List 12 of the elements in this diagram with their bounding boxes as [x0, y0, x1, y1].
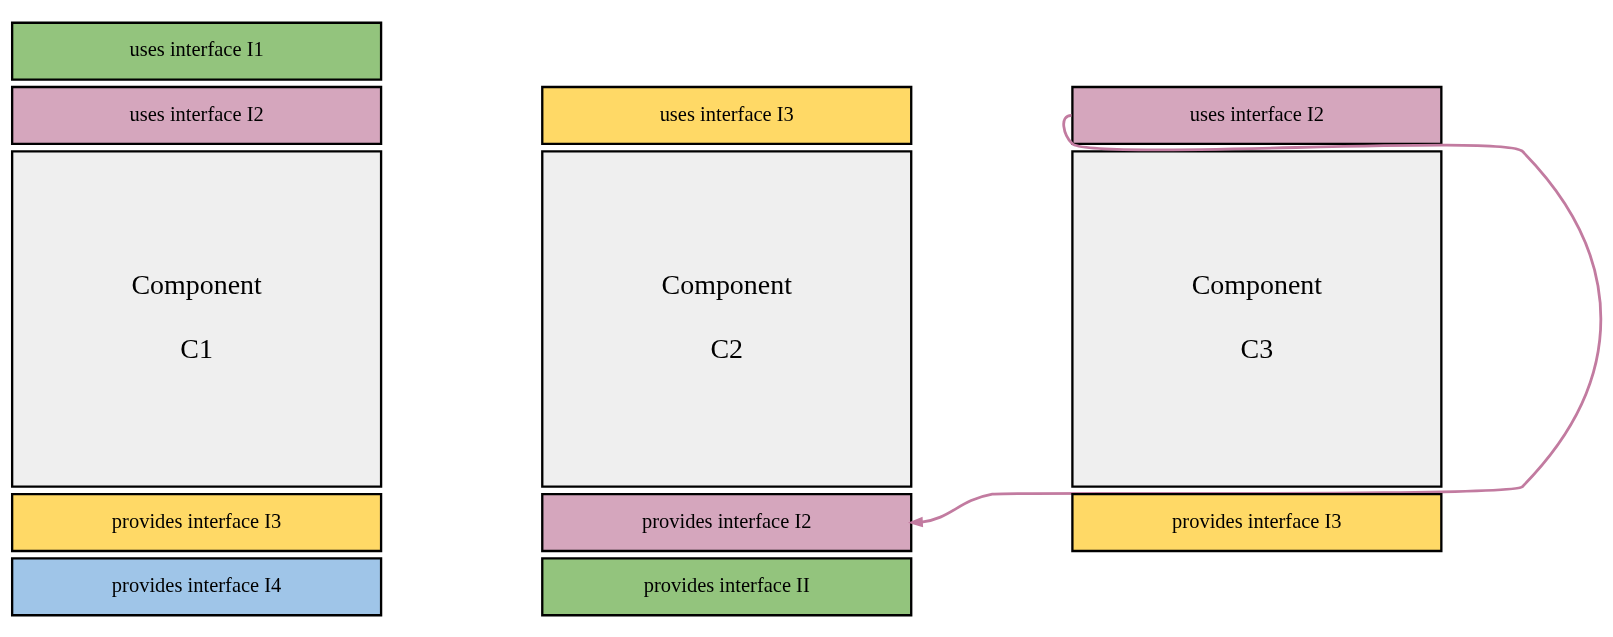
node-box: uses interface I3: [541, 85, 913, 145]
node-box: provides interface I3: [1071, 492, 1443, 552]
node-box: provides interface I4: [11, 556, 383, 616]
node-box: provides interface I3: [11, 492, 383, 552]
node-box: uses interface I1: [11, 21, 383, 81]
node-box: uses interface I2: [11, 85, 383, 145]
node-box: Component C1: [11, 149, 383, 488]
node-box: Component C3: [1071, 149, 1443, 488]
node-box: uses interface I2: [1071, 85, 1443, 145]
node-box: provides interface I2: [541, 492, 913, 552]
node-box: provides interface II: [541, 556, 913, 616]
node-box: Component C2: [541, 149, 913, 488]
